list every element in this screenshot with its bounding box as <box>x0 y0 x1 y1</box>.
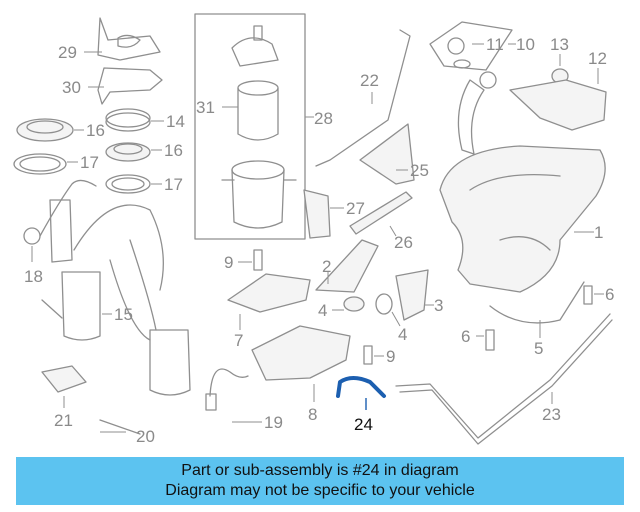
part-19-wiring <box>205 368 262 423</box>
part-13-grommet <box>551 54 569 84</box>
callout-11: 11 <box>486 35 504 54</box>
part-17-gasket-b <box>105 174 162 194</box>
part-12-bracket <box>509 68 607 131</box>
part-7-shield <box>227 273 311 330</box>
part-15-pump-module <box>41 199 164 341</box>
part-9-bolt-b <box>363 345 384 365</box>
callout-6a: 6 <box>605 285 614 304</box>
callout-4a: 4 <box>318 301 327 320</box>
banner-line-1: Part or sub-assembly is #24 in diagram <box>181 462 459 479</box>
part-22-pipe <box>315 29 411 167</box>
part-3-bracket <box>395 269 434 321</box>
callout-23: 23 <box>542 405 561 424</box>
callout-24-highlighted: 24 <box>354 415 373 434</box>
part-30-bracket <box>88 67 163 105</box>
part-18-sensor <box>23 179 97 262</box>
part-25-bracket <box>359 123 415 185</box>
part-6-bolt <box>476 285 604 351</box>
callout-3: 3 <box>434 296 443 315</box>
part-21-module <box>41 365 87 408</box>
part-28-filter-box <box>194 13 314 240</box>
callout-30: 30 <box>62 78 81 97</box>
part-27-shield <box>303 189 344 239</box>
part-8-shield <box>251 325 351 402</box>
callout-29: 29 <box>58 43 77 62</box>
callout-12: 12 <box>588 49 607 68</box>
callouts: 1 2 3 4 4 5 6 6 7 8 9 9 10 11 12 13 14 1… <box>24 35 614 446</box>
callout-16b: 16 <box>164 141 183 160</box>
callout-2: 2 <box>322 257 331 276</box>
part-4-washer <box>332 293 401 327</box>
callout-25: 25 <box>410 161 429 180</box>
callout-22: 22 <box>360 71 379 90</box>
callout-26: 26 <box>394 233 413 252</box>
callout-27: 27 <box>346 199 365 218</box>
callout-28: 28 <box>314 109 333 128</box>
part-5-strap <box>489 281 585 338</box>
callout-5: 5 <box>534 339 543 358</box>
part-2-bracket <box>315 239 379 293</box>
callout-18: 18 <box>24 267 43 286</box>
callout-17b: 17 <box>164 175 183 194</box>
banner-line-2: Diagram may not be specific to your vehi… <box>165 482 475 499</box>
part-23-brake-line <box>395 313 613 445</box>
part-filter-housing <box>221 160 297 229</box>
callout-17a: 17 <box>80 153 99 172</box>
part-14-seal <box>105 108 164 132</box>
part-9-bolt <box>238 249 263 271</box>
callout-21: 21 <box>54 411 73 430</box>
part-filler-neck <box>457 71 497 155</box>
callout-14: 14 <box>166 112 185 131</box>
part-16-lock-ring-b <box>105 142 162 162</box>
callout-8: 8 <box>308 405 317 424</box>
info-banner: Part or sub-assembly is #24 in diagram D… <box>16 457 624 505</box>
callout-31: 31 <box>196 98 215 117</box>
part-17-gasket <box>13 153 78 175</box>
callout-9b: 9 <box>386 347 395 366</box>
part-1-fuel-tank <box>439 145 606 293</box>
part-16-lock-ring <box>16 118 84 142</box>
part-11-cap <box>429 21 516 71</box>
callout-15: 15 <box>114 305 133 324</box>
callout-20: 20 <box>136 427 155 446</box>
callout-7: 7 <box>234 331 243 350</box>
callout-1: 1 <box>594 223 603 242</box>
callout-4b: 4 <box>398 325 407 344</box>
callout-9a: 9 <box>224 253 233 272</box>
part-24-highlighted-hose <box>336 376 386 410</box>
part-29-bracket <box>84 17 161 61</box>
part-31-filter-element <box>222 25 279 141</box>
callout-13: 13 <box>550 35 569 54</box>
part-20-pump-unit <box>99 239 191 435</box>
callout-16a: 16 <box>86 121 105 140</box>
callout-6b: 6 <box>461 327 470 346</box>
callout-19: 19 <box>264 413 283 432</box>
parts-diagram: 1 2 3 4 4 5 6 6 7 8 9 9 10 11 12 13 14 1… <box>13 13 614 446</box>
part-26-strap <box>349 191 413 237</box>
callout-10: 10 <box>516 35 535 54</box>
